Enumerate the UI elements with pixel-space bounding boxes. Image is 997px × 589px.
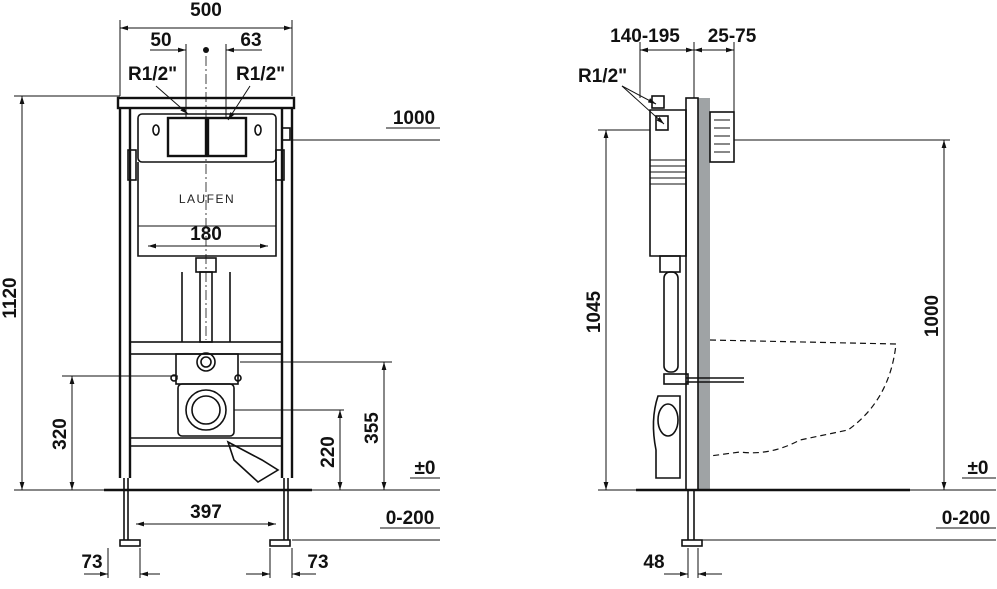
- cistern-body: [137, 162, 277, 257]
- front-view: 500 50 63 R1/2" R1/2" LAUFEN: [0, 0, 440, 578]
- wall-cover: [709, 111, 735, 163]
- side-height-left-label: 1045: [584, 290, 605, 333]
- foot-right-label: 73: [307, 552, 328, 573]
- drain-elbow: [226, 440, 280, 483]
- side-flush-pipe: [663, 271, 679, 373]
- foot-left-label: 73: [81, 552, 102, 573]
- thread-right-label: R1/2": [236, 64, 285, 85]
- frame-top-rail: [116, 96, 296, 110]
- side-height-right-label: 1000: [922, 295, 943, 337]
- offset-right-label: 63: [240, 30, 261, 51]
- height-total-label: 1120: [0, 277, 21, 318]
- wc-bowl-outline: [709, 339, 897, 457]
- outlet-height-label: 220: [318, 436, 339, 468]
- wall-section: [698, 98, 710, 490]
- side-view: 140-195 25-75 R1/2": [578, 26, 996, 578]
- wall-range-label: 25-75: [708, 26, 757, 47]
- flush-plate-right: [206, 116, 248, 158]
- cistern-brand-label: LAUFEN: [179, 192, 235, 206]
- cistern-top: [137, 113, 277, 163]
- foot-depth-label: 48: [643, 552, 664, 573]
- height-ref-label: 1000: [393, 108, 435, 129]
- side-foot: [681, 539, 703, 547]
- inlet-height-label: 320: [50, 418, 71, 450]
- drain-outlet: [185, 389, 227, 431]
- floor-level-label: ±0: [415, 458, 436, 479]
- adjust-range-label: 0-200: [386, 508, 435, 529]
- foot-left: [119, 539, 141, 547]
- depth-range-label: 140-195: [610, 26, 680, 47]
- side-adjust-range-label: 0-200: [942, 508, 991, 529]
- side-floor-level-label: ±0: [968, 458, 989, 479]
- foot-right: [269, 539, 291, 547]
- center-mark: [203, 47, 209, 53]
- side-drain-elbow: [652, 395, 681, 479]
- flush-plate-left: [166, 116, 208, 158]
- drain-height-label: 355: [362, 412, 383, 444]
- frame-side-post: [685, 97, 699, 491]
- side-thread-label: R1/2": [578, 66, 627, 87]
- feet-spacing-label: 397: [190, 502, 222, 523]
- thread-left-label: R1/2": [128, 64, 177, 85]
- width-total-label: 500: [190, 0, 222, 21]
- drain-width-label: 180: [190, 224, 222, 245]
- cistern-side: [649, 109, 687, 257]
- offset-left-label: 50: [150, 30, 171, 51]
